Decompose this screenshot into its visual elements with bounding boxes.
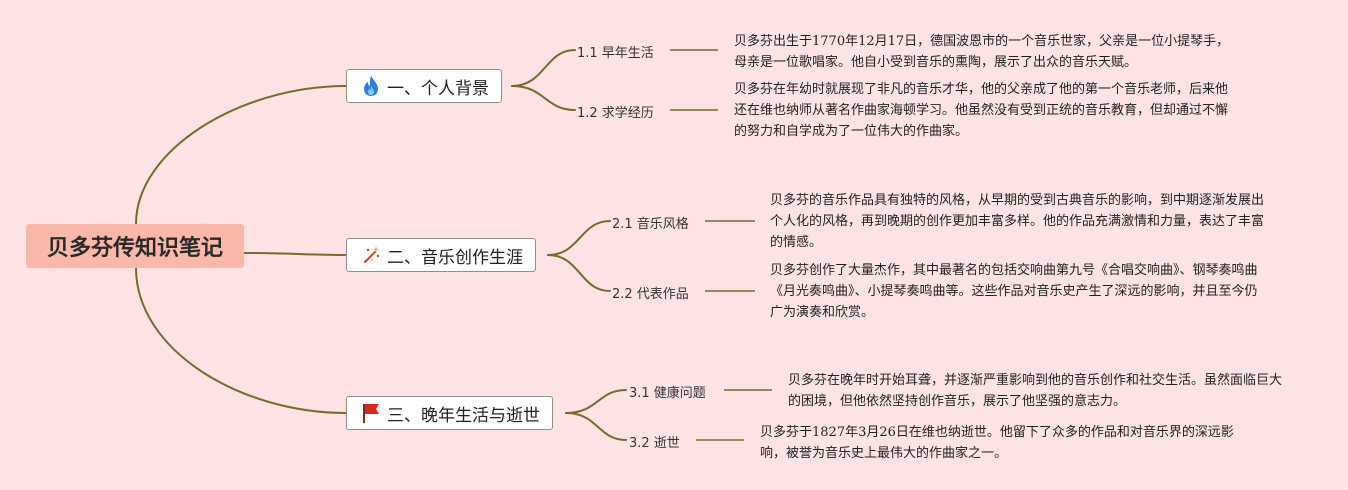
section-label: 一、个人背景 <box>387 78 489 99</box>
subtopic-health-problems[interactable]: 3.1 健康问题 <box>629 386 706 401</box>
note-music-style: 贝多芬的音乐作品具有独特的风格，从早期的受到古典音乐的影响，到中期逐渐发展出个人… <box>770 193 1265 250</box>
red-flag-icon <box>361 402 381 424</box>
section-personal-background[interactable]: 一、个人背景 <box>346 69 502 103</box>
root-topic[interactable]: 贝多芬传知识笔记 <box>26 224 244 268</box>
note-representative-works: 贝多芬创作了大量杰作，其中最著名的包括交响曲第九号《合唱交响曲》、钢琴奏鸣曲《月… <box>770 263 1258 320</box>
section-late-life[interactable]: 三、晚年生活与逝世 <box>346 396 553 430</box>
subtopic-death[interactable]: 3.2 逝世 <box>629 436 680 451</box>
note-death: 贝多芬于1827年3月26日在维也纳逝世。他留下了众多的作品和对音乐界的深远影响… <box>760 425 1234 461</box>
fire-icon <box>361 75 381 97</box>
subtopic-music-style[interactable]: 2.1 音乐风格 <box>612 217 689 232</box>
note-education: 贝多芬在年幼时就展现了非凡的音乐才华，他的父亲成了他的第一个音乐老师，后来他还在… <box>734 82 1229 139</box>
section-label: 三、晚年生活与逝世 <box>387 405 540 426</box>
section-label: 二、音乐创作生涯 <box>387 247 523 268</box>
note-health-problems: 贝多芬在晚年时开始耳聋，并逐渐严重影响到他的音乐创作和社交生活。虽然面临巨大的困… <box>788 373 1283 409</box>
note-early-life: 贝多芬出生于1770年12月17日，德国波恩市的一个音乐世家，父亲是一位小提琴手… <box>734 34 1230 70</box>
root-title: 贝多芬传知识笔记 <box>46 236 223 261</box>
magic-wand-icon <box>361 244 381 266</box>
subtopic-representative-works[interactable]: 2.2 代表作品 <box>612 287 689 302</box>
subtopic-education[interactable]: 1.2 求学经历 <box>577 106 654 121</box>
subtopic-early-life[interactable]: 1.1 早年生活 <box>577 46 654 61</box>
section-music-career[interactable]: 二、音乐创作生涯 <box>346 238 536 272</box>
